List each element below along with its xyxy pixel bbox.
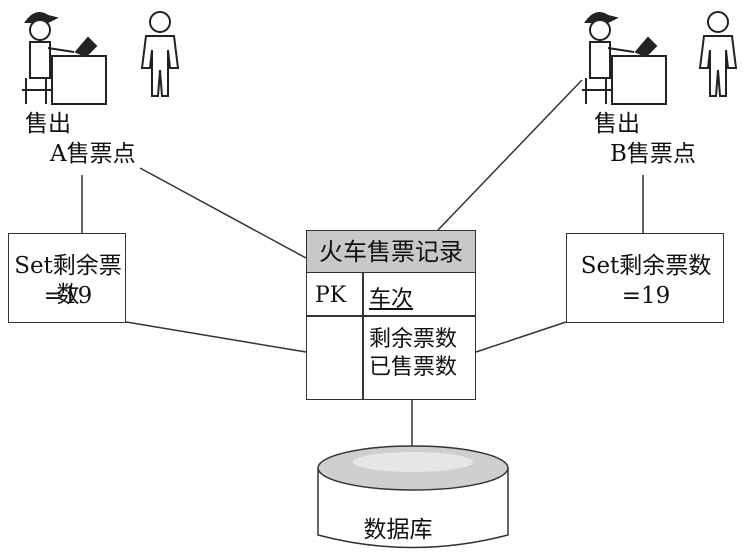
- entity-attribute: 剩余票数: [369, 327, 458, 352]
- station-b-sell-label: 售出: [594, 111, 640, 137]
- station-a-box-line2: =19: [43, 283, 93, 309]
- station-b-box-line1: Set剩余票数: [580, 253, 712, 279]
- customer-person-icon: [698, 11, 738, 97]
- connector-bbox-to-entity: [475, 321, 567, 353]
- entity-pk-label: PK: [315, 283, 347, 308]
- customer-person-icon: [140, 11, 180, 97]
- station-a-name: A售票点: [50, 141, 136, 167]
- station-a-box-line1: Set剩余票数: [14, 253, 122, 308]
- connector-a-to-entity: [139, 167, 307, 259]
- entity-pk-field: 车次: [369, 287, 414, 312]
- station-a-update-box: Set剩余票数 =19: [8, 233, 126, 323]
- entity-title: 火车售票记录: [307, 231, 475, 273]
- database-label: 数据库: [363, 517, 433, 543]
- entity-row-divider: [307, 315, 475, 317]
- station-b-name: B售票点: [610, 141, 696, 167]
- entity-attribute: 已售票数: [369, 355, 458, 381]
- connector-b-clerk-to-entity: [437, 79, 583, 231]
- database-cylinder-icon: [317, 445, 509, 549]
- entity-attributes: 剩余票数 已售票数: [369, 326, 457, 382]
- station-b-update-box: Set剩余票数 =19: [566, 233, 724, 323]
- clerk-at-desk-icon: [22, 12, 107, 105]
- entity-train-ticket-record: 火车售票记录 PK 车次 剩余票数 已售票数: [306, 230, 476, 400]
- station-a-sell-label: 售出: [25, 111, 71, 137]
- entity-column-divider: [362, 273, 364, 399]
- station-b-box-line2: =19: [621, 283, 671, 309]
- clerk-at-desk-icon: [582, 12, 667, 105]
- connector-abox-to-entity: [125, 321, 307, 353]
